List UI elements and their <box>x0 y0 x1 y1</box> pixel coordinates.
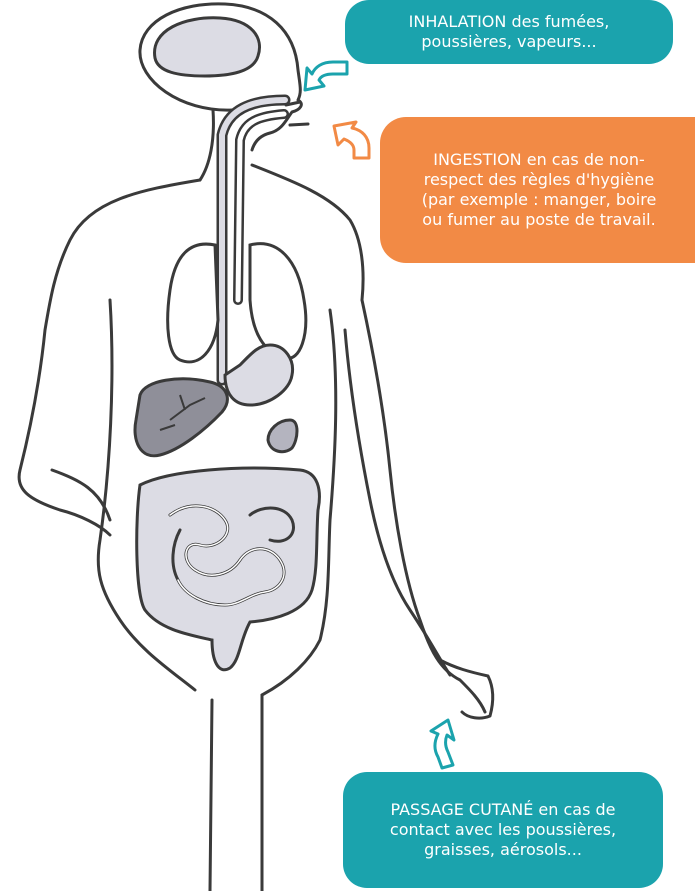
neck-left <box>200 110 213 180</box>
curved-arrow-icon <box>334 122 369 158</box>
liver <box>135 379 227 456</box>
curved-arrow-icon <box>305 62 347 90</box>
right-arm-inner <box>345 330 450 675</box>
cutane-line-3: graisses, aérosols... <box>390 840 616 860</box>
ingestion-line-2: respect des règles d'hygiène <box>422 170 657 190</box>
left-arm-inner <box>52 470 110 520</box>
inhalation-callout: INHALATION des fumées, poussières, vapeu… <box>345 0 673 64</box>
ingestion-line-4: ou fumer au poste de travail. <box>422 210 657 230</box>
right-arm <box>362 300 485 712</box>
curved-arrow-icon <box>431 720 454 768</box>
ingestion-line-3: (par exemple : manger, boire <box>422 190 657 210</box>
cutane-line-1: PASSAGE CUTANÉ en cas de <box>390 800 616 820</box>
inhalation-line-1: INHALATION des fumées, <box>409 12 610 32</box>
lung-left <box>168 244 218 362</box>
ingestion-line-1: INGESTION en cas de non- <box>422 150 657 170</box>
lung-right <box>250 244 306 359</box>
leg-left <box>210 700 212 891</box>
stomach <box>225 345 293 405</box>
inhalation-line-2: poussières, vapeurs... <box>409 32 610 52</box>
gallbladder <box>268 420 297 452</box>
large-intestine <box>137 468 320 670</box>
cutane-callout: PASSAGE CUTANÉ en cas de contact avec le… <box>343 772 663 888</box>
cutane-line-2: contact avec les poussières, <box>390 820 616 840</box>
ingestion-callout: INGESTION en cas de non- respect des règ… <box>380 117 695 263</box>
brain <box>155 18 260 76</box>
